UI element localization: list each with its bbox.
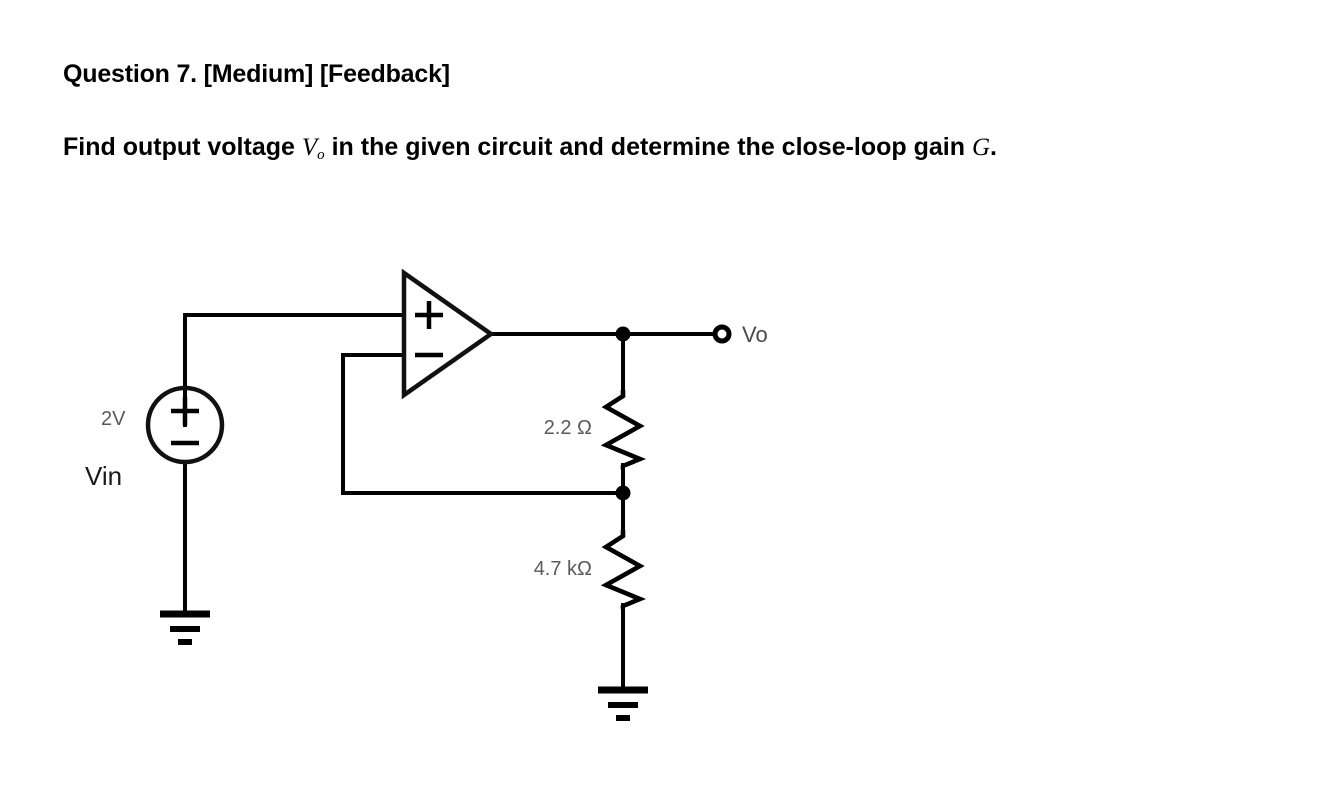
question-body-text-1: Find output voltage [63,133,302,161]
opamp-triangle [401,268,495,400]
output-terminal-label: Vo [742,322,768,347]
resistor-feedback-symbol [600,390,647,470]
voltage-source-symbol [145,385,225,465]
math-variable-g: G [971,134,991,161]
question-body-text-2: in the given circuit and determine the c… [324,133,972,161]
question-body-text-3: . [990,133,997,161]
question-body: Find output voltage Vo in the given circ… [63,125,1293,177]
ground-divider-icon [598,686,648,721]
source-value-label: 2V [101,408,126,430]
math-variable-vo-base: V [301,134,318,161]
resistor-feedback-label: 2.2 Ω [544,417,592,439]
node-output [615,326,631,342]
wire-feedback-loop [341,353,625,495]
math-variable-vo: Vo [301,134,325,164]
resistor-ground-label: 4.7 kΩ [534,558,592,580]
opamp-plus-icon [415,301,443,329]
source-name-label: Vin [85,461,122,491]
math-variable-vo-subscript: o [317,147,325,164]
ground-source-icon [160,610,210,645]
question-heading: Question 7. [Medium] [Feedback] [63,60,450,88]
source-plus-icon [171,397,199,425]
resistor-ground-symbol [600,530,647,610]
node-divider [615,485,631,501]
output-terminal-node [712,324,732,344]
